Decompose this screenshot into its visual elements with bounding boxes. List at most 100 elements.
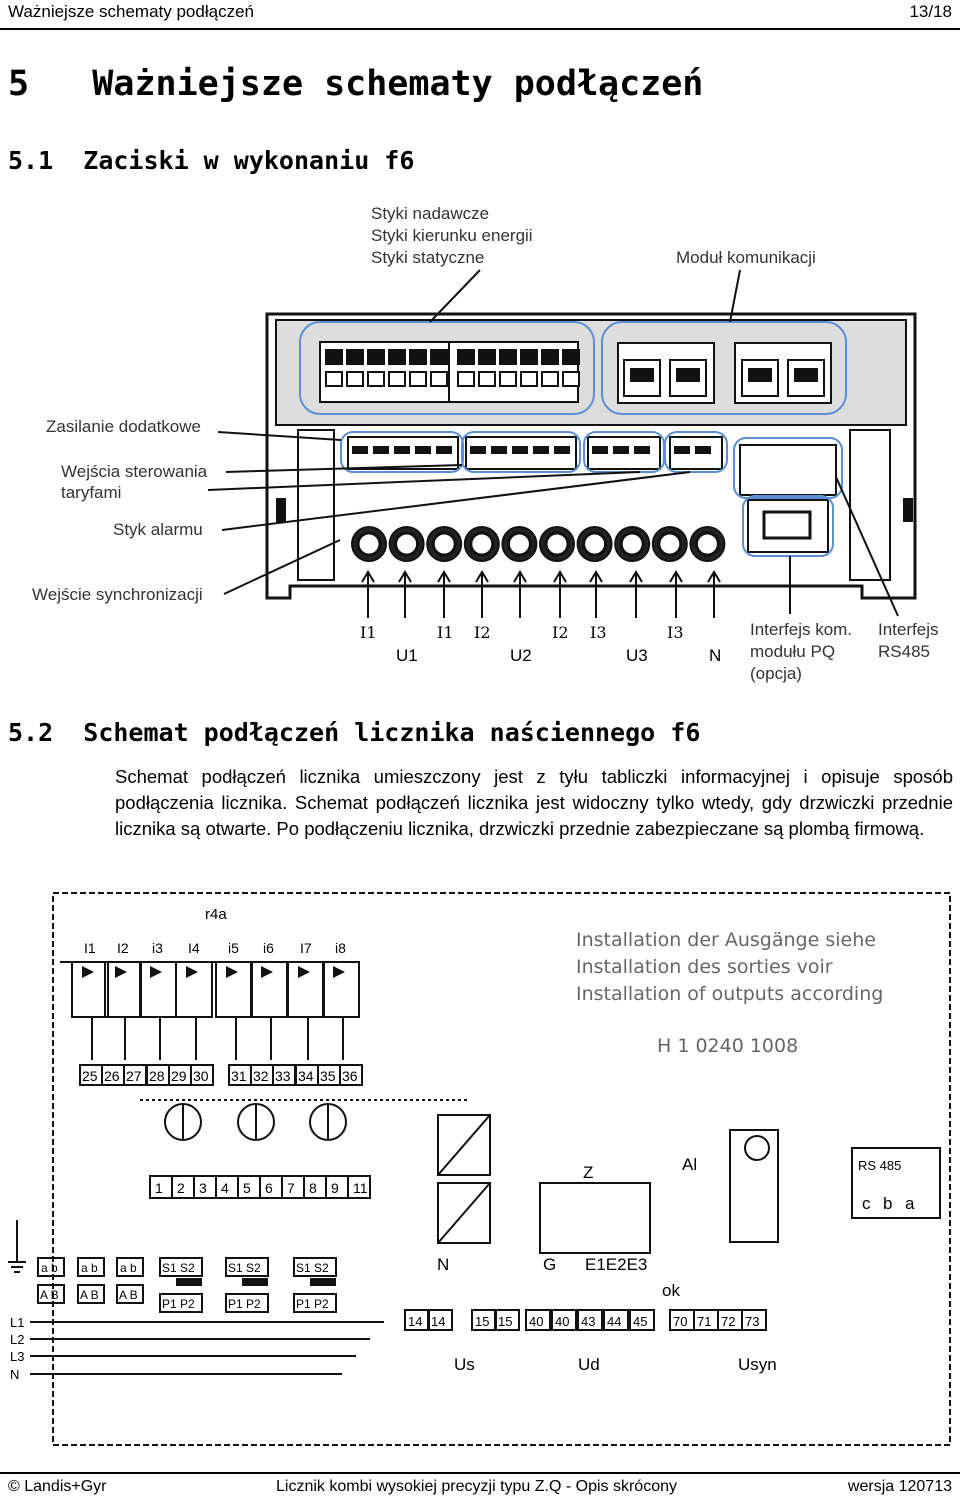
input-block [250,961,288,1018]
input-block [215,961,253,1018]
diode-icon [82,966,94,978]
rj-contacts [676,368,700,382]
arrow-head [398,570,412,583]
terminal-slot [520,371,538,387]
subsection-heading-5-1: 5.1 Zaciski w wykonaniu f6 [8,146,415,175]
main-terminal [259,1175,283,1199]
input-block [322,961,360,1018]
terminal-diagram [207,269,917,618]
output-terminal-label: 30 [193,1068,209,1084]
input-label: I2 [117,940,129,956]
footer-center: Licznik kombi wysokiej precyzji typu Z.Q… [276,1478,677,1495]
module-label: r4a [205,906,227,923]
terminal-slot [499,349,517,365]
current-terminal-hole [469,531,495,557]
main-terminal-label: 9 [331,1180,339,1196]
input-label: i6 [263,940,274,956]
ab-top-label: a b [41,1261,58,1275]
bottom-terminal-label: 14 [431,1314,445,1329]
bottom-terminal-label: 14 [408,1314,422,1329]
input-label: i5 [228,940,239,956]
terminal-i3a: I3 [590,623,607,642]
main-terminal-label: 6 [265,1180,273,1196]
bottom-terminal-label: 15 [498,1314,512,1329]
terminal-slot [325,349,343,365]
bottom-terminal-label: 70 [673,1314,687,1329]
ct-p-label: P1 P2 [162,1297,195,1311]
note-fr: Installation des sorties voir [576,956,833,978]
main-terminal [281,1175,305,1199]
terminal-slot [478,371,496,387]
input-label: I7 [300,940,312,956]
current-terminal-hole [619,531,645,557]
bottom-terminal [603,1309,629,1331]
output-terminal-label: 29 [171,1068,187,1084]
current-terminal-hole [394,531,420,557]
output-terminal [123,1064,147,1086]
output-terminal-label: 26 [104,1068,120,1084]
input-block [287,961,325,1018]
bottom-terminal [427,1309,453,1331]
current-terminal-hole [356,531,382,557]
output-terminal-label: 28 [149,1068,165,1084]
label-aux-supply: Zasilanie dodatkowe [46,417,201,436]
bottom-terminal-label: 73 [745,1314,759,1329]
main-terminal-label: 5 [243,1180,251,1196]
terminal-i3b: I3 [667,623,684,642]
terminal-screw [394,446,410,454]
ct-p-label: P1 P2 [296,1297,329,1311]
ct-p [159,1293,203,1313]
ct-core [176,1278,202,1286]
arrow-head [361,570,375,583]
bottom-terminal [717,1309,743,1331]
terminal-slot [409,349,427,365]
main-terminal [149,1175,173,1199]
rj-contacts [794,368,818,382]
rs-b: b [883,1194,892,1213]
bottom-terminal [525,1309,551,1331]
terminal-slot [457,371,475,387]
output-terminal-label: 32 [253,1068,269,1084]
arrow-head [629,570,643,583]
output-terminal-label: 31 [231,1068,247,1084]
terminal-u1: U1 [396,646,418,665]
output-terminal [272,1064,296,1086]
arrow-head [437,570,451,583]
ct-s [293,1257,337,1277]
terminal-i2b: I2 [552,623,569,642]
terminal-slot [346,371,364,387]
output-terminal [79,1064,103,1086]
output-terminal [317,1064,341,1086]
terminal-screw [674,446,690,454]
terminal-screw [592,446,608,454]
label-pq-2: modułu PQ [750,642,836,661]
phase-label: N [10,1367,19,1382]
footer-rule [0,1472,960,1474]
ct-s-label: S1 S2 [162,1261,195,1275]
label-pq-3: (opcja) [750,664,802,683]
main-terminal-label: 8 [309,1180,317,1196]
section-heading: 5 Ważniejsze schematy podłączeń [8,64,704,104]
label-rs485: RS 485 [858,1158,901,1173]
footer-left: © Landis+Gyr [8,1478,107,1495]
output-terminal [168,1064,192,1086]
terminal-screw [613,446,629,454]
terminal-slot [457,349,475,365]
main-terminal-label: 2 [177,1180,185,1196]
bottom-terminal-label: 72 [721,1314,735,1329]
terminal-slot [499,371,517,387]
main-terminal-label: 3 [199,1180,207,1196]
output-terminal [295,1064,319,1086]
ct-p-label: P1 P2 [228,1297,261,1311]
header-title: Ważniejsze schematy podłączeń [8,2,254,21]
ct-s-label: S1 S2 [228,1261,261,1275]
terminal-slot [541,371,559,387]
ct-p [225,1293,269,1313]
ab-block-top [77,1257,105,1277]
output-terminal-label: 27 [126,1068,142,1084]
ab-block-bottom [116,1284,144,1304]
bottom-terminal [471,1309,497,1331]
bottom-terminal-label: 71 [697,1314,711,1329]
terminal-slot [562,349,580,365]
note-en: Installation of outputs according [576,983,883,1005]
